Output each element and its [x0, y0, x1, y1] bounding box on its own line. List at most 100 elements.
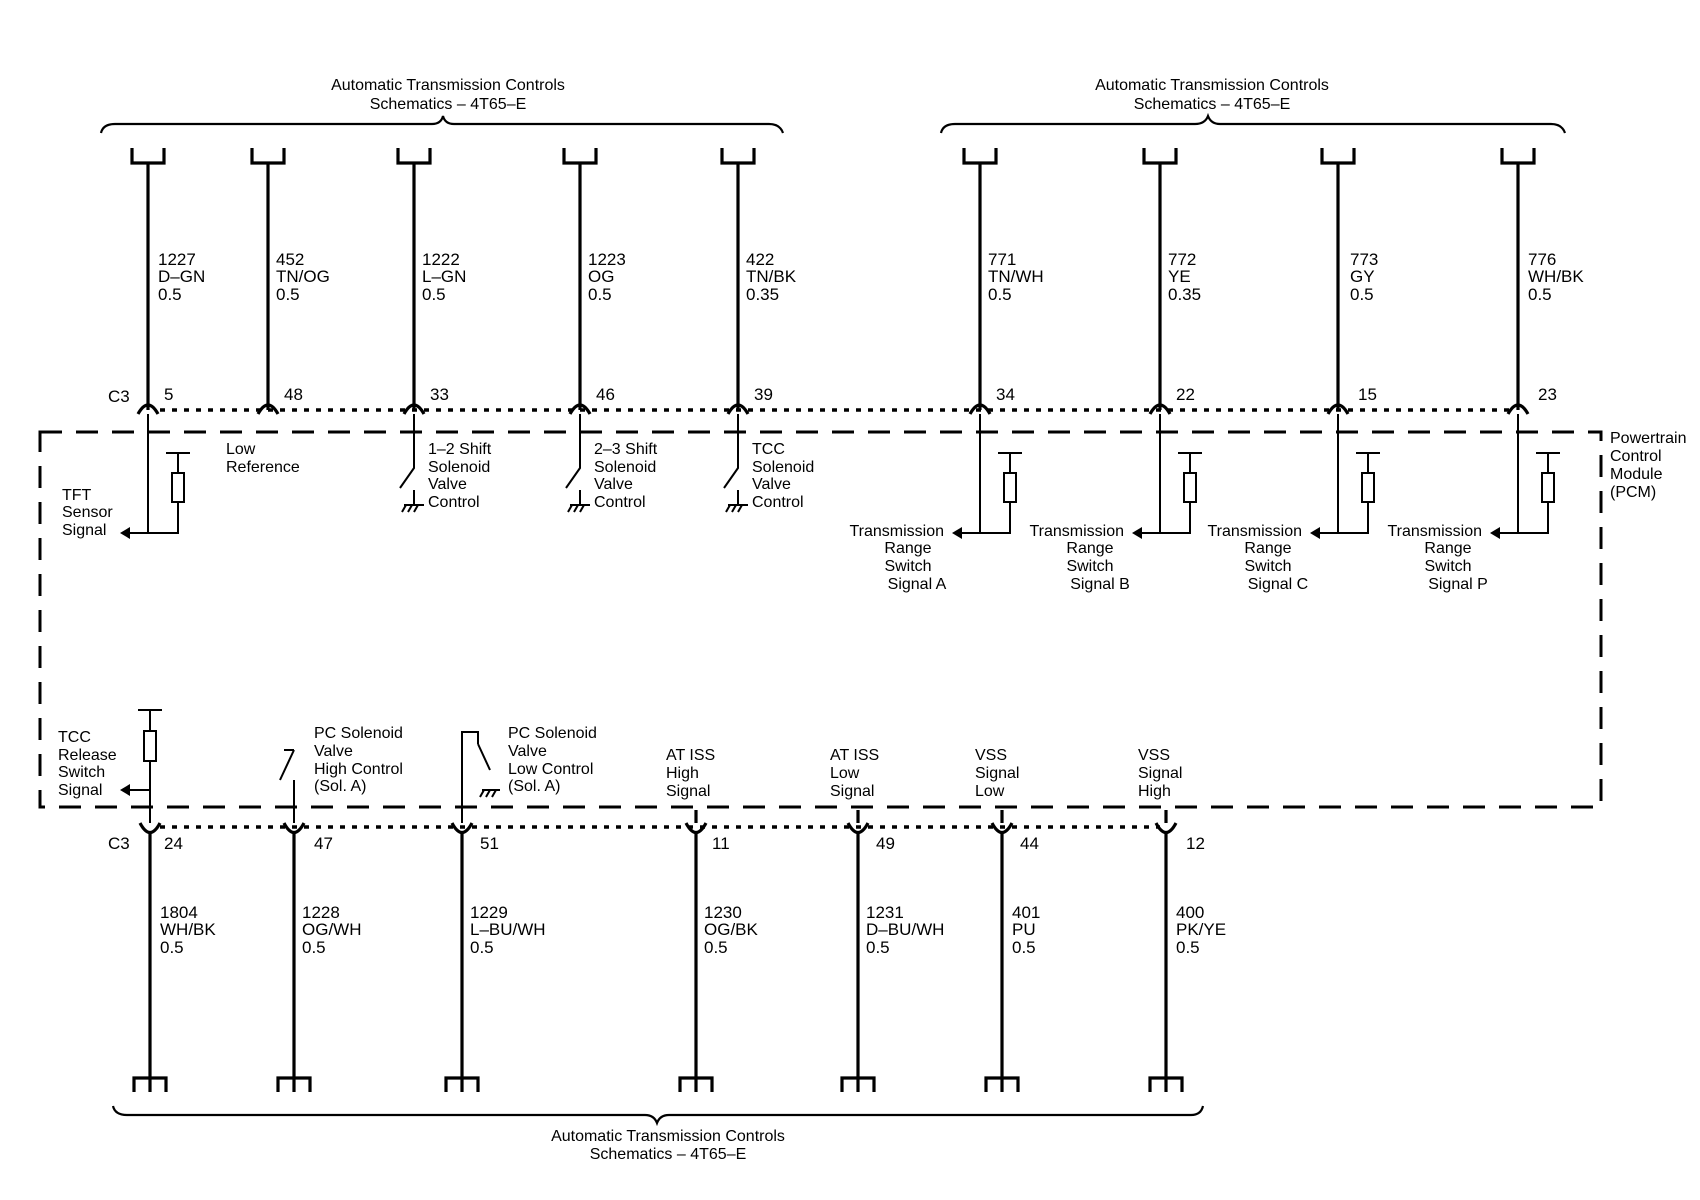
svg-text:2–3 Shift: 2–3 Shift: [594, 441, 658, 458]
range-switch-c-circuit: Transmission Range Switch Signal C: [1207, 414, 1380, 593]
pcm-boundary: [38, 430, 1603, 809]
svg-text:High: High: [1138, 783, 1171, 800]
svg-text:AT ISS: AT ISS: [666, 747, 715, 764]
svg-text:Switch: Switch: [884, 558, 931, 575]
top-wire-1223: 1223 OG 0.5 46: [562, 148, 626, 415]
vss-low-label: VSS Signal Low: [975, 747, 1019, 800]
bottom-wire-1231: 49 1231 D–BU/WH 0.5: [840, 822, 944, 1092]
svg-text:Powertrain: Powertrain: [1610, 430, 1686, 447]
pin-label: 48: [284, 385, 303, 404]
svg-text:Solenoid: Solenoid: [752, 459, 814, 476]
tft-sensor-circuit: TFT Sensor Signal: [62, 414, 190, 539]
svg-text:Control: Control: [752, 494, 804, 511]
svg-text:L–BU/WH: L–BU/WH: [470, 920, 546, 939]
at-iss-low-label: AT ISS Low Signal: [830, 747, 879, 800]
pin-label: 44: [1020, 834, 1039, 853]
svg-text:Valve: Valve: [314, 743, 353, 760]
svg-text:1229: 1229: [470, 903, 508, 922]
svg-text:TCC: TCC: [58, 729, 91, 746]
pin-label: 12: [1186, 834, 1205, 853]
bottom-connector-name: C3: [108, 834, 130, 853]
svg-text:452: 452: [276, 250, 304, 269]
tcc-release-switch-circuit: TCC Release Switch Signal: [58, 709, 162, 823]
svg-text:Automatic Transmission Control: Automatic Transmission Controls: [551, 1128, 785, 1145]
svg-text:Transmission: Transmission: [849, 523, 944, 540]
svg-text:0.5: 0.5: [422, 285, 446, 304]
svg-text:Control: Control: [1610, 448, 1662, 465]
svg-text:1228: 1228: [302, 903, 340, 922]
svg-text:773: 773: [1350, 250, 1378, 269]
svg-text:Transmission: Transmission: [1207, 523, 1302, 540]
top-wire-772: 772 YE 0.35 22: [1142, 148, 1201, 415]
svg-text:772: 772: [1168, 250, 1196, 269]
top-wire-452: 452 TN/OG 0.5 48: [250, 148, 330, 415]
pin-label: 33: [430, 385, 449, 404]
svg-text:Valve: Valve: [508, 743, 547, 760]
svg-text:Signal B: Signal B: [1070, 576, 1130, 593]
svg-text:High: High: [666, 765, 699, 782]
svg-text:776: 776: [1528, 250, 1556, 269]
svg-text:TFT: TFT: [62, 487, 92, 504]
svg-text:D–GN: D–GN: [158, 267, 205, 286]
svg-text:Low: Low: [830, 765, 860, 782]
svg-text:Schematics – 4T65–E: Schematics – 4T65–E: [590, 1146, 747, 1163]
svg-text:Switch: Switch: [58, 764, 105, 781]
pin-label: 24: [164, 834, 183, 853]
svg-text:PC Solenoid: PC Solenoid: [314, 725, 403, 742]
pin-label: 47: [314, 834, 333, 853]
top-wire-1227: 1227 D–GN 0.5 5: [130, 148, 205, 415]
svg-text:OG/WH: OG/WH: [302, 920, 362, 939]
svg-text:D–BU/WH: D–BU/WH: [866, 920, 944, 939]
svg-text:Schematics – 4T65–E: Schematics – 4T65–E: [370, 96, 527, 113]
arrow-left-icon: [1132, 527, 1142, 539]
pin-label: 51: [480, 834, 499, 853]
svg-text:Signal: Signal: [1138, 765, 1182, 782]
svg-text:401: 401: [1012, 903, 1040, 922]
pin-label: 34: [996, 385, 1015, 404]
svg-text:0.5: 0.5: [158, 285, 182, 304]
top-wire-773: 773 GY 0.5 15: [1320, 148, 1378, 415]
svg-text:Switch: Switch: [1066, 558, 1113, 575]
arrow-left-icon: [120, 784, 130, 796]
pin-label: 11: [712, 834, 730, 853]
svg-text:VSS: VSS: [975, 747, 1007, 764]
pin-label: 15: [1358, 385, 1377, 404]
svg-text:High Control: High Control: [314, 761, 403, 778]
svg-text:Signal A: Signal A: [888, 576, 947, 593]
range-switch-p-circuit: Transmission Range Switch Signal P: [1387, 414, 1560, 593]
svg-text:422: 422: [746, 250, 774, 269]
svg-text:Valve: Valve: [594, 476, 633, 493]
svg-text:YE: YE: [1168, 267, 1191, 286]
bottom-wire-1804: 24 1804 WH/BK 0.5: [132, 822, 216, 1092]
svg-text:400: 400: [1176, 903, 1204, 922]
top-wire-422: 422 TN/BK 0.35 39: [720, 148, 797, 415]
svg-text:Signal: Signal: [975, 765, 1019, 782]
shift-solenoid-1-2-circuit: 1–2 Shift Solenoid Valve Control: [399, 414, 492, 513]
svg-text:OG/BK: OG/BK: [704, 920, 759, 939]
vss-high-label: VSS Signal High: [1138, 747, 1182, 800]
bottom-wire-1230: 11 1230 OG/BK 0.5: [678, 822, 759, 1092]
arrow-left-icon: [1490, 527, 1500, 539]
svg-text:Signal C: Signal C: [1248, 576, 1308, 593]
top-connector-name: C3: [108, 387, 130, 406]
svg-text:Signal: Signal: [62, 522, 106, 539]
svg-text:Valve: Valve: [752, 476, 791, 493]
svg-text:0.5: 0.5: [1012, 938, 1036, 957]
svg-text:TN/WH: TN/WH: [988, 267, 1044, 286]
svg-text:Signal: Signal: [666, 783, 710, 800]
svg-text:0.35: 0.35: [746, 285, 779, 304]
svg-text:Signal: Signal: [830, 783, 874, 800]
schematic-ref-bottom: Automatic Transmission Controls Schemati…: [111, 1105, 1205, 1163]
svg-text:Low Control: Low Control: [508, 761, 593, 778]
svg-text:OG: OG: [588, 267, 614, 286]
bottom-wire-1229: 51 1229 L–BU/WH 0.5: [444, 822, 546, 1092]
svg-text:Low: Low: [226, 441, 256, 458]
svg-text:Module: Module: [1610, 466, 1663, 483]
svg-text:Solenoid: Solenoid: [428, 459, 490, 476]
low-reference-circuit: Low Reference: [226, 441, 300, 476]
pin-label: 39: [754, 385, 773, 404]
arrow-left-icon: [120, 527, 130, 539]
pin-label: 23: [1538, 385, 1557, 404]
svg-text:(Sol. A): (Sol. A): [508, 778, 560, 795]
